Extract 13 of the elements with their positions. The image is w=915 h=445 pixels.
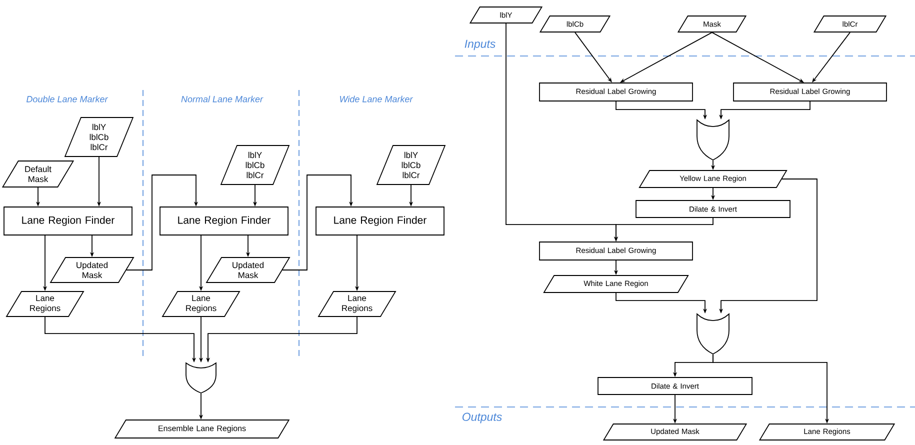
- or-gate: [696, 314, 730, 354]
- process-box: Lane Region Finder: [160, 206, 288, 236]
- or-gate: [696, 120, 730, 160]
- or-gate: [186, 362, 216, 394]
- section-heading: Wide Lane Marker: [340, 96, 413, 102]
- process-box: Lane Region Finder: [316, 206, 444, 236]
- section-heading: Outputs: [462, 412, 502, 424]
- arrow: [282, 174, 354, 270]
- arrow: [126, 174, 198, 270]
- section-heading: Inputs: [464, 40, 496, 50]
- section-heading: Normal Lane Marker: [181, 96, 264, 102]
- section-heading: Double Lane Marker: [26, 96, 108, 102]
- process-box: Lane Region Finder: [4, 206, 132, 236]
